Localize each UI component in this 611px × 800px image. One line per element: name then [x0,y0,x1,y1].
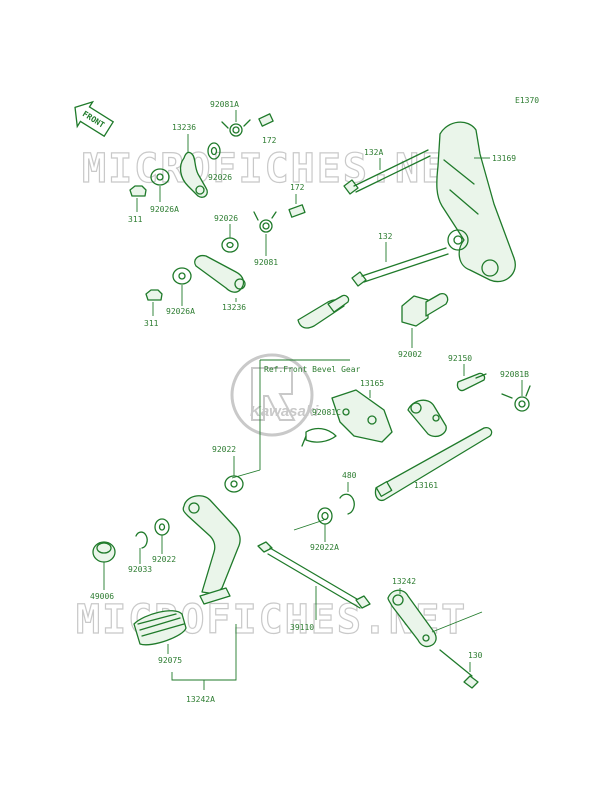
pin-172-top [258,113,274,127]
label-130: 130 [468,651,483,660]
label-13242: 13242 [392,577,416,586]
label-49006: 49006 [90,592,114,601]
washer-92026A-bottom [172,267,192,285]
label-13236-bottom: 13236 [222,303,246,312]
rod-39110 [257,541,371,609]
label-92022-bottom: 92022 [152,555,176,564]
lever-13236-top [179,151,208,198]
logo-text: Kawasaki [250,403,319,420]
nut-311-top [129,185,147,197]
bolt-92150 [456,372,487,392]
label-13161: 13161 [414,481,438,490]
front-arrow-icon: FRONT [74,100,115,138]
label-92081C: 92081C [312,408,341,417]
label-92081B: 92081B [500,370,529,379]
circlip-92033 [135,531,148,549]
washer-92026-top [207,142,221,160]
pin-172-mid [288,204,306,218]
circlip-480 [339,493,355,515]
label-92022-top: 92022 [212,445,236,454]
label-92026A-top: 92026A [150,205,179,214]
washer-92026A-top [150,168,170,186]
label-92033: 92033 [128,565,152,574]
label-92026A-bottom: 92026A [166,307,195,316]
stopper-92002 [401,292,449,327]
washer-92022-top [224,475,244,493]
label-39110: 39110 [290,623,314,632]
label-172-top: 172 [262,136,277,145]
group-bracket-13242A [171,624,237,690]
washer-92022-bottom [154,518,170,536]
leader-ref [231,469,261,479]
label-92026-mid: 92026 [214,214,238,223]
bracket-13165 [331,389,393,443]
label-92081: 92081 [254,258,278,267]
shift-shaft-13161 [374,399,493,502]
label-13169: 13169 [492,154,516,163]
shift-pedal-13242A [182,495,241,605]
lever-13242 [387,589,437,648]
label-13165: 13165 [360,379,384,388]
rubber-92075 [133,610,187,646]
label-311-top: 311 [128,215,143,224]
washer-92026-mid [221,237,239,253]
plate-13169 [436,121,516,283]
ref-front-bevel-gear: Ref.Front Bevel Gear [264,365,361,374]
diagram-code: E1370 [515,96,539,105]
label-92026-top: 92026 [208,173,232,182]
label-13242A: 13242A [186,695,215,704]
label-311-bottom: 311 [144,319,159,328]
label-92002: 92002 [398,350,422,359]
label-172-mid: 172 [290,183,305,192]
label-92075: 92075 [158,656,182,665]
lever-13236-bottom [194,254,246,293]
label-480: 480 [342,471,357,480]
label-132A: 132A [364,148,383,157]
spring-92081A [221,119,251,137]
watermark-top: MICROFICHES.NET [82,146,473,192]
spring-92081B [501,385,531,412]
label-92081A: 92081A [210,100,239,109]
label-13236-top: 13236 [172,123,196,132]
cap-49006 [92,541,116,563]
spring-92081C [301,427,337,447]
nut-311-bottom [145,289,163,301]
bolt-132A [343,149,431,195]
label-92150: 92150 [448,354,472,363]
label-132: 132 [378,232,393,241]
bolt-132 [351,247,449,287]
bevel-gear-shaft [297,294,350,329]
spring-92081 [253,211,277,233]
label-92022A: 92022A [310,543,339,552]
ref-bracket [259,359,350,470]
bolt-130 [439,649,479,689]
